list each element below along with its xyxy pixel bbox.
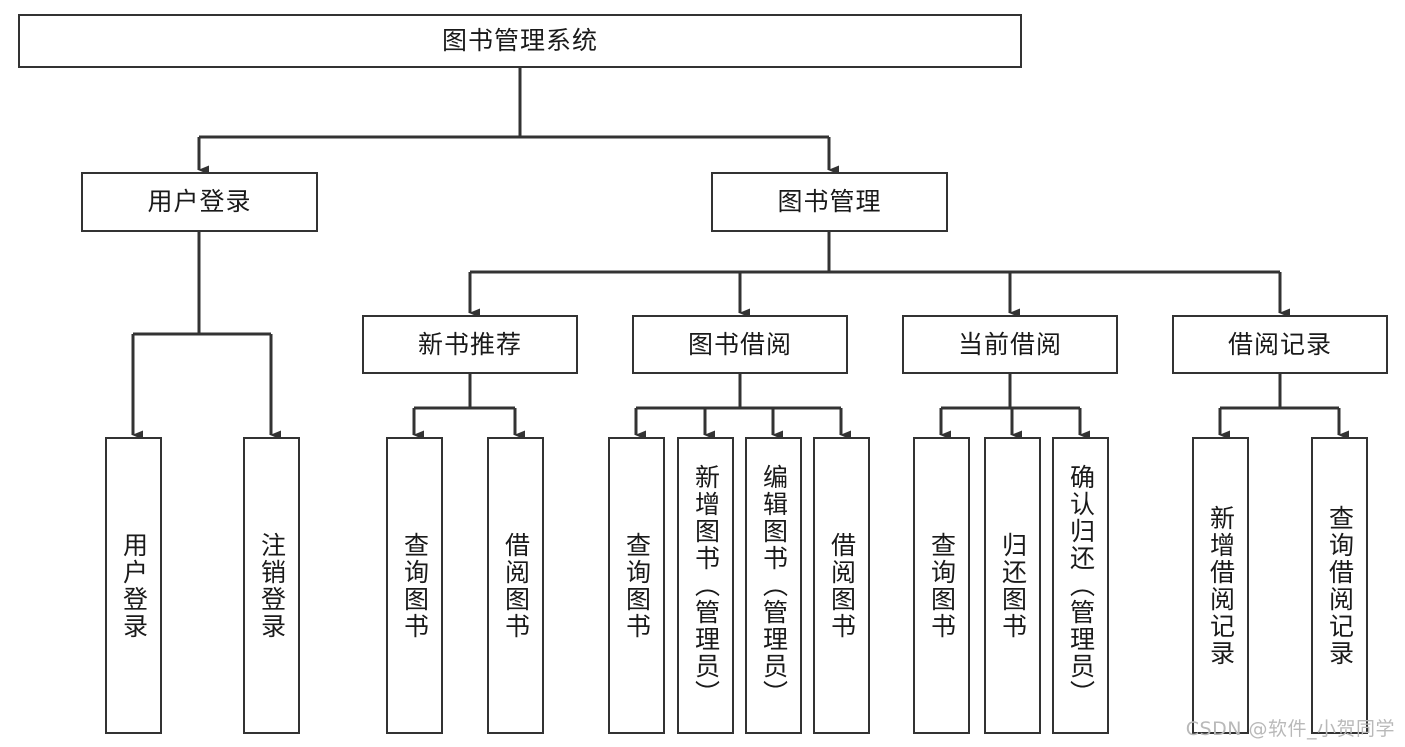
node-label: 图书管理系统 xyxy=(441,26,598,56)
node-book-manage[interactable]: 图书管理 xyxy=(711,172,948,232)
node-label: 查询图书 xyxy=(622,531,652,640)
node-leaf-borrow-book[interactable]: 借阅图书 xyxy=(813,437,870,734)
node-leaf-add-book[interactable]: 新增图书（管理员） xyxy=(677,437,734,734)
node-new-book-rec[interactable]: 新书推荐 xyxy=(362,315,578,374)
node-leaf-edit-book[interactable]: 编辑图书（管理员） xyxy=(745,437,802,734)
node-label: 图书借阅 xyxy=(687,329,792,359)
node-label: 当前借阅 xyxy=(957,329,1062,359)
node-label: 图书管理 xyxy=(777,187,882,217)
node-leaf-borrow-book-rec[interactable]: 借阅图书 xyxy=(487,437,544,734)
node-label: 用户登录 xyxy=(147,187,252,217)
node-label: 用户登录 xyxy=(119,531,149,640)
node-label: 查询图书 xyxy=(400,531,430,640)
node-label: 归还图书 xyxy=(998,531,1028,640)
node-book-borrow[interactable]: 图书借阅 xyxy=(632,315,848,374)
node-leaf-user-login[interactable]: 用户登录 xyxy=(105,437,162,734)
node-leaf-logout[interactable]: 注销登录 xyxy=(243,437,300,734)
watermark-text: CSDN @软件_小贺同学 xyxy=(1185,718,1395,740)
node-leaf-return-book[interactable]: 归还图书 xyxy=(984,437,1041,734)
node-label: 编辑图书（管理员） xyxy=(759,464,789,707)
node-current-borrow[interactable]: 当前借阅 xyxy=(902,315,1118,374)
node-label: 新书推荐 xyxy=(417,329,522,359)
node-borrow-record[interactable]: 借阅记录 xyxy=(1172,315,1388,374)
node-label: 新增图书（管理员） xyxy=(691,464,721,707)
node-label: 新增借阅记录 xyxy=(1206,504,1236,667)
node-leaf-query-book-rec[interactable]: 查询图书 xyxy=(386,437,443,734)
node-root[interactable]: 图书管理系统 xyxy=(18,14,1022,68)
node-user-login[interactable]: 用户登录 xyxy=(81,172,318,232)
node-label: 借阅记录 xyxy=(1227,329,1332,359)
node-leaf-confirm-return[interactable]: 确认归还（管理员） xyxy=(1052,437,1109,734)
node-leaf-query-borrow-record[interactable]: 查询借阅记录 xyxy=(1311,437,1368,734)
node-label: 查询借阅记录 xyxy=(1325,504,1355,667)
node-leaf-query-book-borrow[interactable]: 查询图书 xyxy=(608,437,665,734)
node-label: 借阅图书 xyxy=(827,531,857,640)
node-label: 查询图书 xyxy=(927,531,957,640)
node-label: 注销登录 xyxy=(257,531,287,640)
node-leaf-query-book-current[interactable]: 查询图书 xyxy=(913,437,970,734)
node-label: 确认归还（管理员） xyxy=(1066,464,1096,707)
node-leaf-add-borrow-record[interactable]: 新增借阅记录 xyxy=(1192,437,1249,734)
node-label: 借阅图书 xyxy=(501,531,531,640)
